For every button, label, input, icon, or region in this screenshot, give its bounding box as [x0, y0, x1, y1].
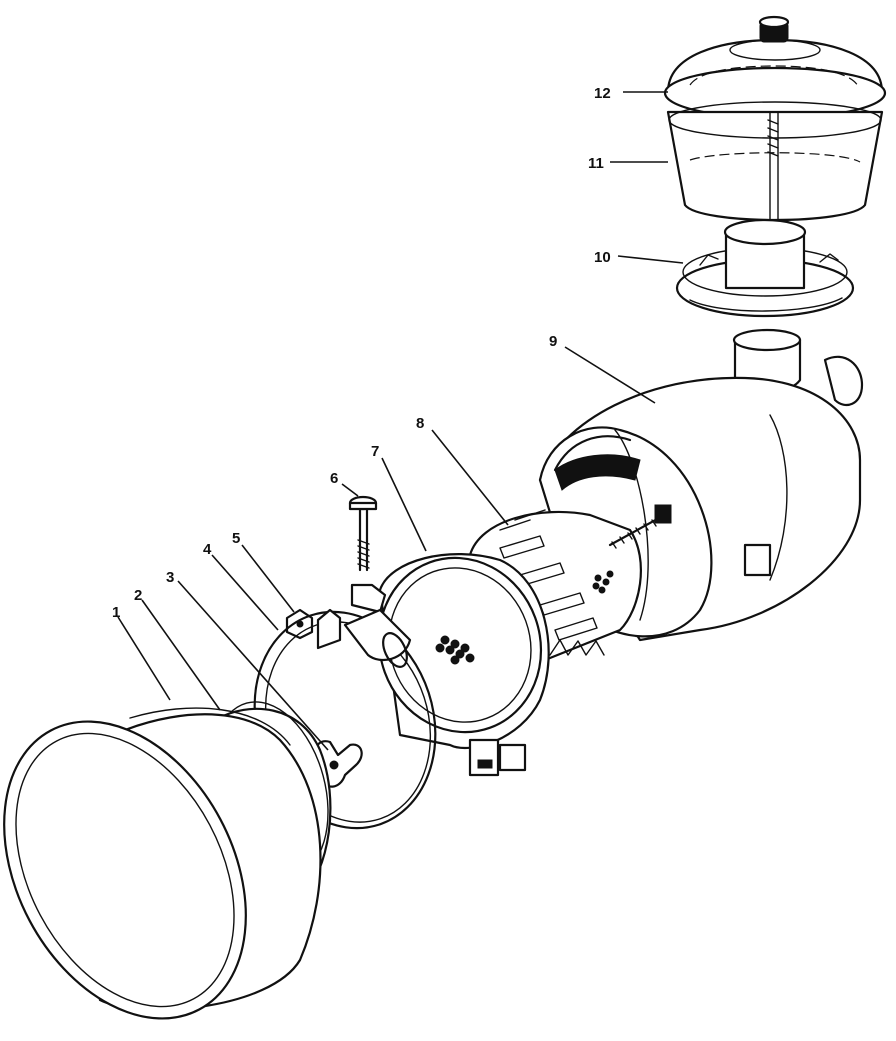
callout-1: 1 — [112, 604, 120, 621]
callout-8: 8 — [416, 415, 424, 432]
callout-4: 4 — [203, 541, 212, 558]
callout-6: 6 — [330, 470, 338, 487]
part-10-precleaner-base — [675, 218, 855, 318]
callout-7: 7 — [371, 443, 379, 460]
callout-9: 9 — [549, 333, 557, 350]
callout-3: 3 — [166, 569, 174, 586]
callout-numbers: 12 11 10 9 8 7 6 5 4 3 2 1 — [112, 85, 611, 621]
callout-2: 2 — [134, 587, 142, 604]
part-11-bowl — [666, 101, 884, 236]
part-7-secondary-housing — [377, 553, 550, 777]
part-6-bolt — [348, 495, 387, 614]
callout-5: 5 — [232, 530, 240, 547]
callout-10: 10 — [594, 249, 611, 266]
callout-12: 12 — [594, 85, 611, 102]
part-1-end-cap — [3, 707, 322, 1020]
part-12-precleaner-cap — [663, 15, 887, 120]
callout-11: 11 — [588, 155, 604, 172]
leader-lines — [117, 91, 684, 751]
